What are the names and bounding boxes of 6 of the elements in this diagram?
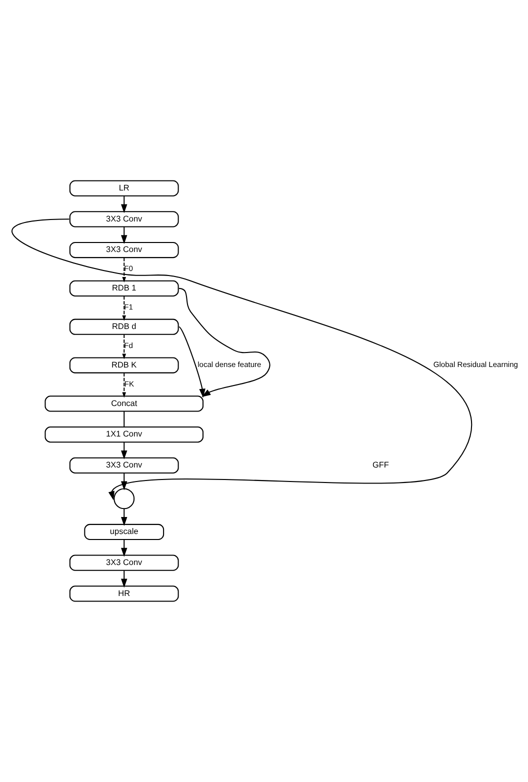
- edge-label: F1: [124, 302, 132, 312]
- edge-label: F0: [124, 264, 132, 274]
- edge-label: local dense feature: [197, 360, 261, 370]
- edge-label: Global Residual Learning: [432, 360, 518, 370]
- edge-label: Fd: [124, 340, 132, 350]
- edge-label: FK: [124, 379, 134, 388]
